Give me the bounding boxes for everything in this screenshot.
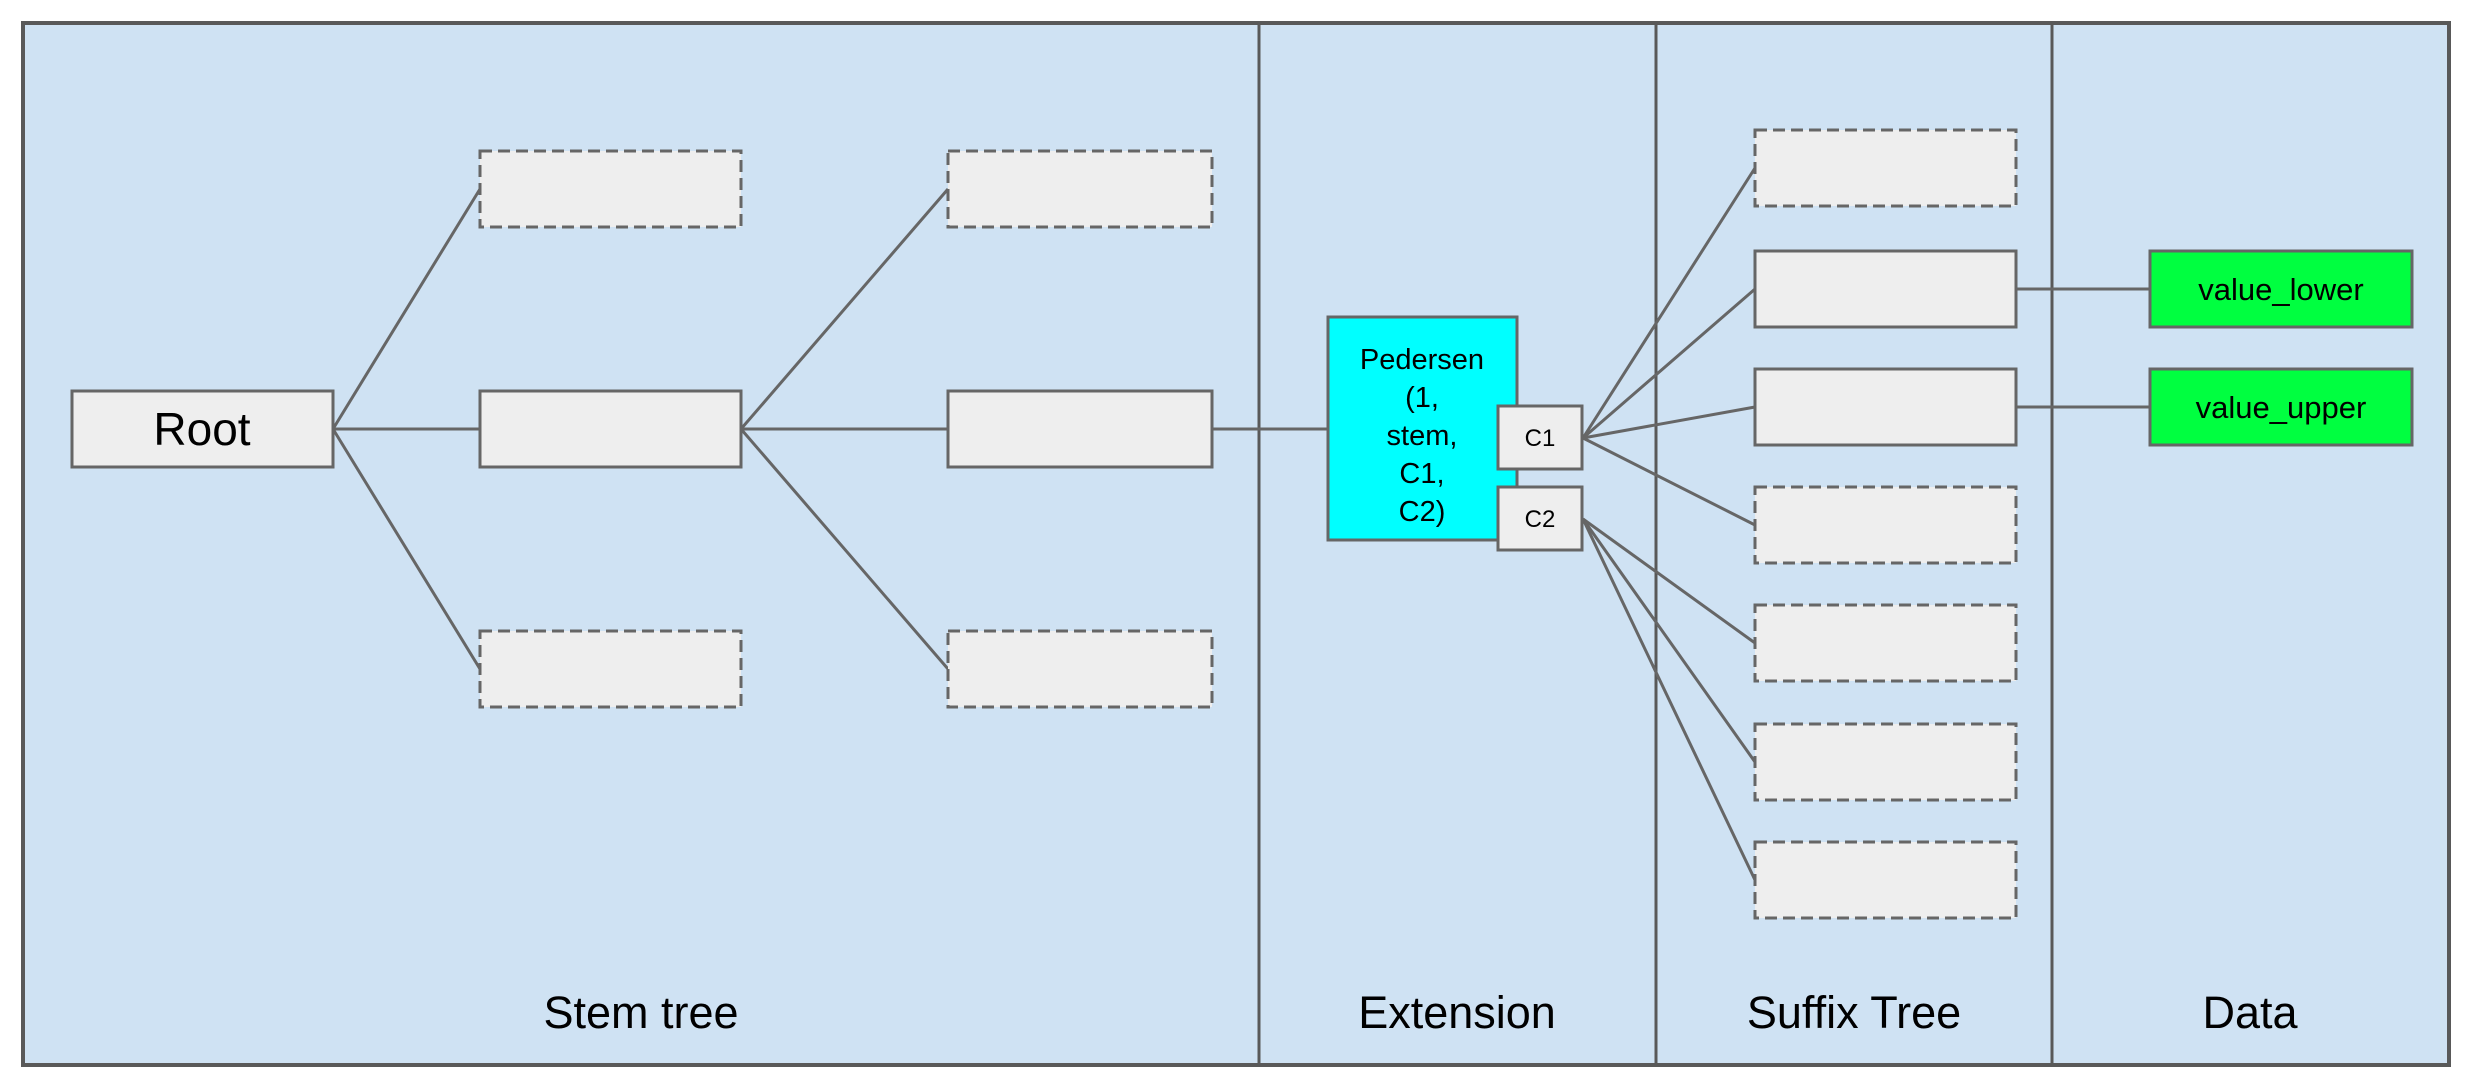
suffix-placeholder-6 bbox=[1753, 722, 2018, 802]
value-lower-node bbox=[2148, 249, 2414, 329]
suffix-placeholder-4 bbox=[1753, 485, 2018, 565]
pedersen-commitment-node bbox=[1326, 315, 1519, 542]
c1-port-label: C1 bbox=[1525, 425, 1556, 452]
section-label-extension: Extension bbox=[1358, 987, 1556, 1038]
edge-c2-suffix6 bbox=[1581, 518, 1757, 763]
stem-level1-node bbox=[478, 389, 743, 469]
edge-c1-suffix3 bbox=[1582, 405, 1756, 440]
suffix-tree-lane bbox=[1753, 128, 2018, 920]
suffix-placeholder-1 bbox=[1753, 128, 2018, 208]
diagram-frame bbox=[21, 21, 2451, 1067]
suffix-node-lower bbox=[1753, 249, 2018, 329]
section-label-suffix-tree: Suffix Tree bbox=[1747, 987, 1961, 1038]
c2-port-node bbox=[1496, 485, 1584, 552]
suffix-placeholder-5 bbox=[1753, 603, 2018, 683]
edge-stem1-stem2-bottom bbox=[739, 428, 950, 670]
suffix-node-upper bbox=[1753, 367, 2018, 447]
pedersen-label-line5: C2) bbox=[1399, 496, 1446, 528]
suffix-placeholder-7 bbox=[1753, 840, 2018, 920]
edge-c1-suffix1 bbox=[1581, 167, 1757, 439]
extension-lane: Pedersen (1, stem, C1, C2) C1 C2 bbox=[1326, 315, 1584, 552]
edges bbox=[331, 167, 2150, 881]
edge-c1-suffix4 bbox=[1582, 436, 1756, 527]
edge-root-stem1-bottom bbox=[331, 428, 482, 670]
pedersen-label-line4: C1, bbox=[1399, 458, 1444, 490]
value-upper-label: value_upper bbox=[2196, 390, 2367, 425]
pedersen-label-line2: (1, bbox=[1405, 382, 1439, 414]
pedersen-label-line1: Pedersen bbox=[1360, 344, 1484, 376]
pedersen-label-line3: stem, bbox=[1387, 420, 1458, 452]
value-upper-node bbox=[2148, 367, 2414, 447]
c2-port-label: C2 bbox=[1525, 506, 1556, 533]
value-lower-label: value_lower bbox=[2198, 272, 2363, 307]
edge-stem1-stem2-top bbox=[739, 188, 950, 430]
section-label-data: Data bbox=[2202, 987, 2298, 1038]
data-lane: value_lower value_upper bbox=[2148, 249, 2414, 447]
lane-captions: Stem tree Extension Suffix Tree Data bbox=[543, 987, 2298, 1038]
c1-port-node bbox=[1496, 404, 1584, 471]
edge-c2-suffix7 bbox=[1581, 518, 1757, 881]
stem-level1-placeholder-top bbox=[478, 149, 743, 229]
stem-level1-placeholder-bottom bbox=[478, 629, 743, 709]
root-node bbox=[70, 389, 335, 469]
edge-c1-suffix2 bbox=[1582, 287, 1756, 440]
root-node-label: Root bbox=[153, 403, 250, 455]
edge-c2-suffix5 bbox=[1582, 517, 1756, 645]
stem-level2-placeholder-bottom bbox=[946, 629, 1214, 709]
edge-root-stem1-top bbox=[331, 188, 482, 430]
stem-level2-placeholder-top bbox=[946, 149, 1214, 229]
section-label-stem-tree: Stem tree bbox=[543, 987, 738, 1038]
stem-level2-node bbox=[946, 389, 1214, 469]
stem-tree-lane: Root bbox=[70, 149, 1214, 709]
